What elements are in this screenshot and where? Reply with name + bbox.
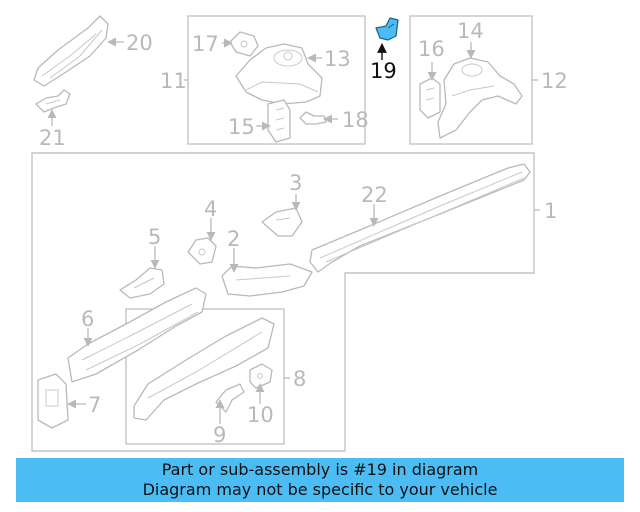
callout-6: 6 [81,307,94,331]
info-banner: Part or sub-assembly is #19 in diagram D… [16,458,624,502]
part-17-bracket [229,31,259,57]
leader-lines [47,37,540,424]
part-15-plate [267,99,291,143]
callout-13: 13 [324,47,351,71]
part-18-hook [299,111,327,125]
callout-18: 18 [342,108,369,132]
part-7-bracket [37,373,69,429]
callout-5: 5 [148,225,161,249]
part-20-upper-rail [33,15,109,87]
callout-21: 21 [39,126,66,150]
callout-10: 10 [247,403,274,427]
part-4-bracket [187,237,217,265]
callout-9: 9 [213,423,226,447]
part-22-side-sill [309,163,531,273]
callout-4: 4 [204,197,217,221]
callout-12: 12 [541,69,568,93]
callout-2: 2 [227,227,240,251]
part-3-bracket [261,207,303,237]
callout-7: 7 [88,393,101,417]
banner-line-part: Part or sub-assembly is #19 in diagram [161,460,479,479]
banner-line-disclaimer: Diagram may not be specific to your vehi… [142,480,498,499]
parts-diagram: 20 21 17 13 11 15 18 19 16 14 12 1 22 3 … [31,15,568,452]
callout-22: 22 [361,183,388,207]
callout-16: 16 [418,37,445,61]
callout-19: 19 [370,59,397,83]
callout-labels: 20 21 17 13 11 15 18 19 16 14 12 1 22 3 … [39,19,568,447]
part-16-plate [419,77,441,119]
callout-3: 3 [289,171,302,195]
callout-8: 8 [293,367,306,391]
part-19-highlighted-bracket [375,17,399,41]
callout-11: 11 [160,69,187,93]
callout-15: 15 [228,115,255,139]
group-box-8 [125,308,285,445]
part-2-rail [221,263,313,297]
callout-1: 1 [544,199,557,223]
part-10-plate [249,363,273,389]
group-box-1 [31,152,535,452]
part-14-wheelhouse [437,57,523,139]
part-6-front-rail [67,287,207,383]
part-13-strut-tower [235,43,323,105]
part-8-inner-rail [133,317,275,421]
callout-20: 20 [126,31,153,55]
callout-14: 14 [457,19,484,43]
callout-17: 17 [192,32,219,56]
part-21-bracket [35,89,71,113]
part-5-bracket [119,267,165,299]
